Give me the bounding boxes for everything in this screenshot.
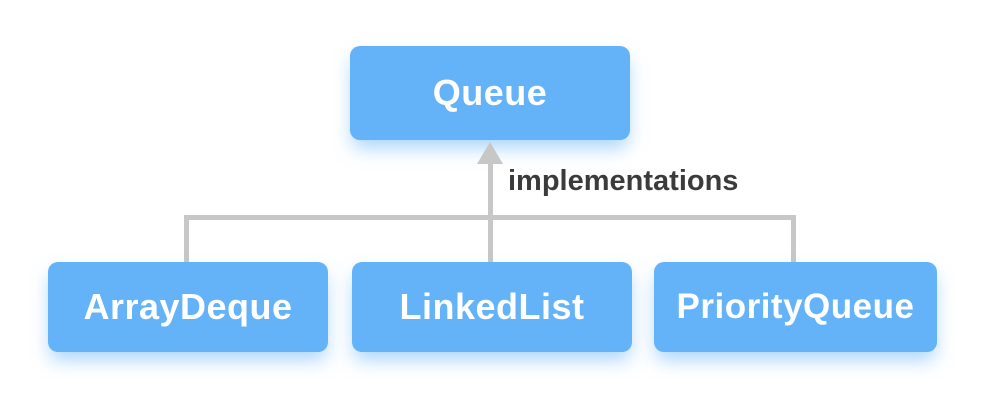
node-linkedlist-label: LinkedList: [399, 286, 585, 327]
edge-label-implementations: implementations: [508, 165, 739, 197]
connector-middle-vertical: [488, 161, 493, 262]
arrow-up-icon: [477, 142, 503, 164]
node-queue: Queue: [350, 46, 630, 140]
connector-left-vertical: [184, 215, 189, 262]
node-arraydeque: ArrayDeque: [48, 262, 328, 352]
connector-horizontal: [184, 215, 796, 220]
node-linkedlist: LinkedList: [352, 262, 632, 352]
node-priorityqueue: PriorityQueue: [654, 262, 937, 352]
node-priorityqueue-label: PriorityQueue: [676, 287, 915, 326]
node-queue-label: Queue: [432, 72, 548, 113]
connector-right-vertical: [791, 215, 796, 262]
node-arraydeque-label: ArrayDeque: [83, 286, 293, 327]
